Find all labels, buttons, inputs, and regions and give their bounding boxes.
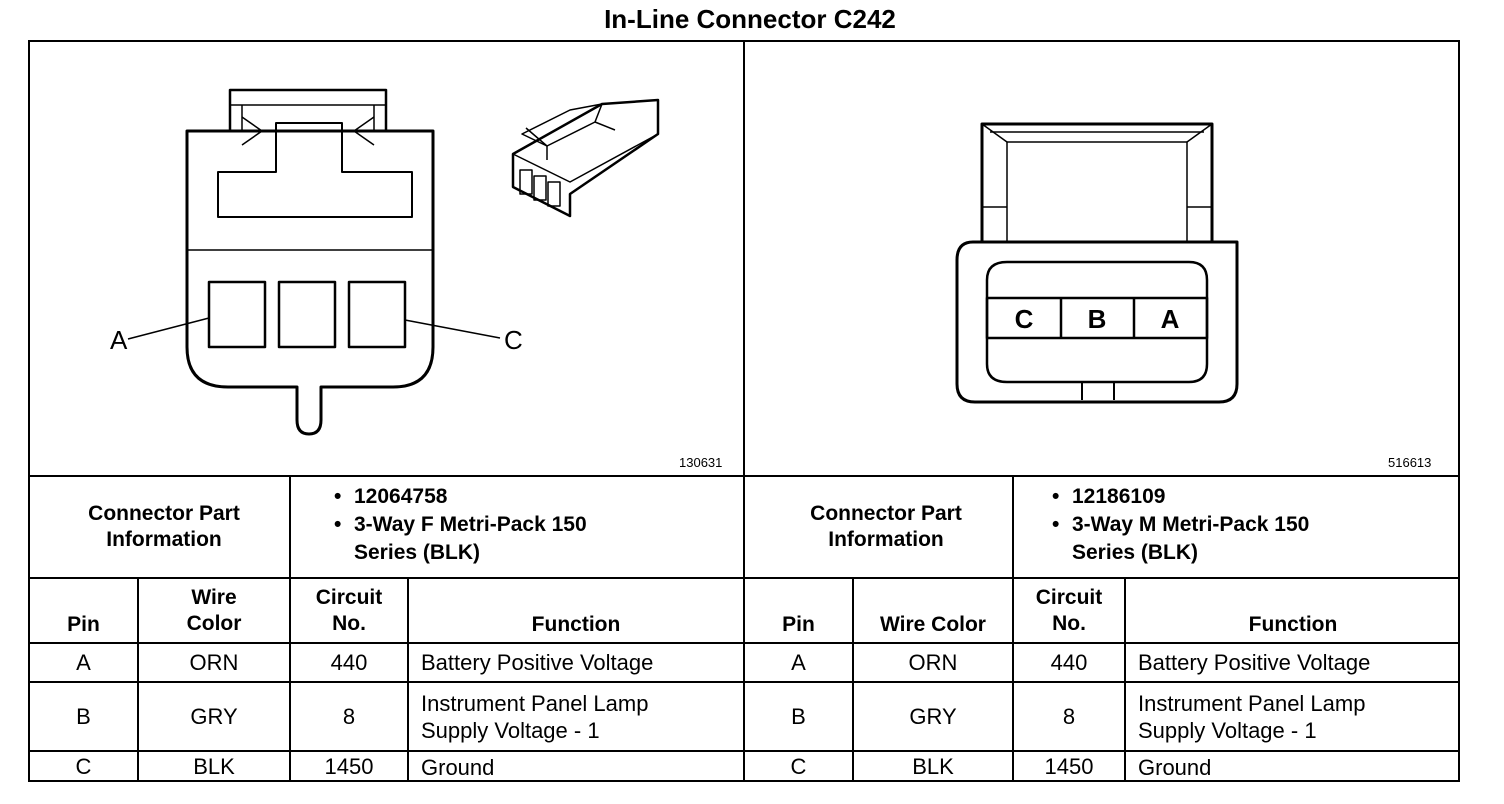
left-isometric-view	[511, 98, 660, 218]
row-b-line	[29, 750, 1459, 752]
right-col-circuit-divider	[1124, 578, 1126, 781]
left-row-b-pin: B	[76, 703, 91, 729]
right-row-b-wire: GRY	[909, 703, 957, 729]
right-header-wire-color: Wire Color	[880, 613, 986, 636]
center-divider	[743, 41, 745, 781]
right-cavity-label-a: A	[1161, 304, 1180, 334]
right-row-a-pin: A	[791, 649, 806, 675]
left-row-c-pin: C	[75, 754, 92, 779]
left-figure-id: 130631	[679, 455, 723, 470]
left-col-pin-divider	[137, 578, 139, 781]
right-part-description: 3-Way M Metri-Pack 150 Series (BLK)	[1072, 513, 1310, 564]
right-figure-id: 516613	[1388, 455, 1432, 470]
left-col-wire-divider	[289, 578, 291, 781]
left-row-c-wire: BLK	[193, 754, 235, 779]
right-row-b-function: Instrument Panel Lamp Supply Voltage - 1	[1138, 690, 1366, 743]
row-a-line	[29, 681, 1459, 683]
right-row-c-wire: BLK	[912, 754, 954, 779]
left-pin-label-a: A	[110, 325, 128, 355]
right-col-pin-divider	[852, 578, 854, 781]
left-row-b-function: Instrument Panel Lamp Supply Voltage - 1	[421, 690, 649, 743]
right-row-a-wire: ORN	[908, 649, 958, 675]
right-connector-diagram: C B A	[955, 122, 1239, 404]
right-cavity-label-c: C	[1015, 304, 1034, 334]
right-header-circuit: Circuit No.	[1035, 585, 1103, 635]
right-row-a-function: Battery Positive Voltage	[1138, 650, 1371, 675]
left-row-b-circuit: 8	[342, 703, 356, 729]
right-housing-outline	[955, 240, 1239, 404]
right-row-a-circuit: 440	[1050, 649, 1088, 675]
header-bottom-line	[29, 642, 1459, 644]
left-row-c-circuit: 1450	[324, 754, 374, 779]
left-row-a-pin: A	[76, 649, 91, 675]
right-row-b-circuit: 8	[1062, 703, 1076, 729]
left-header-function: Function	[531, 613, 621, 636]
left-row-a-wire: ORN	[189, 649, 239, 675]
partinfo-bottom-line	[29, 577, 1459, 579]
right-col-wire-divider	[1012, 578, 1014, 781]
right-row-b-pin: B	[791, 703, 806, 729]
left-col-circuit-divider	[407, 578, 409, 781]
right-row-c-function: Ground	[1138, 754, 1212, 780]
right-part-info: •12186109 •3-Way M Metri-Pack 150 Series…	[1052, 483, 1452, 567]
right-part-info-label: Connector Part Information	[810, 502, 962, 551]
left-part-info: •12064758 •3-Way F Metri-Pack 150 Series…	[334, 483, 734, 567]
right-row-c-pin: C	[790, 754, 807, 779]
right-cavity-row	[985, 296, 1209, 340]
left-cavity-b	[277, 280, 337, 349]
left-housing-outline	[185, 129, 435, 436]
right-inner-socket	[985, 260, 1209, 384]
right-header-pin: Pin	[782, 613, 815, 636]
left-part-number: 12064758	[354, 485, 448, 508]
left-cavity-c	[347, 280, 407, 349]
left-row-a-circuit: 440	[330, 649, 368, 675]
left-header-wire-color: Wire Color	[186, 585, 242, 635]
right-cavity-label-b: B	[1088, 304, 1107, 334]
left-row-b-wire: GRY	[190, 703, 238, 729]
left-header-circuit: Circuit No.	[315, 585, 383, 635]
left-connector-diagram: A C	[110, 88, 660, 436]
left-part-description: 3-Way F Metri-Pack 150 Series (BLK)	[354, 513, 587, 564]
left-partinfo-divider	[289, 476, 291, 579]
page-title: In-Line Connector C242	[604, 4, 896, 34]
diagram-bottom-line	[29, 475, 1459, 477]
left-pin-label-c: C	[504, 325, 523, 355]
left-latch	[228, 88, 388, 133]
right-partinfo-divider	[1012, 476, 1014, 579]
left-part-info-label: Connector Part Information	[88, 502, 240, 551]
left-header-pin: Pin	[67, 613, 100, 636]
left-row-c-function: Ground	[421, 754, 495, 780]
right-header-function: Function	[1248, 613, 1338, 636]
right-part-number: 12186109	[1072, 485, 1166, 508]
right-row-c-circuit: 1450	[1044, 754, 1094, 779]
left-cavity-a	[207, 280, 267, 349]
left-row-a-function: Battery Positive Voltage	[421, 650, 654, 675]
